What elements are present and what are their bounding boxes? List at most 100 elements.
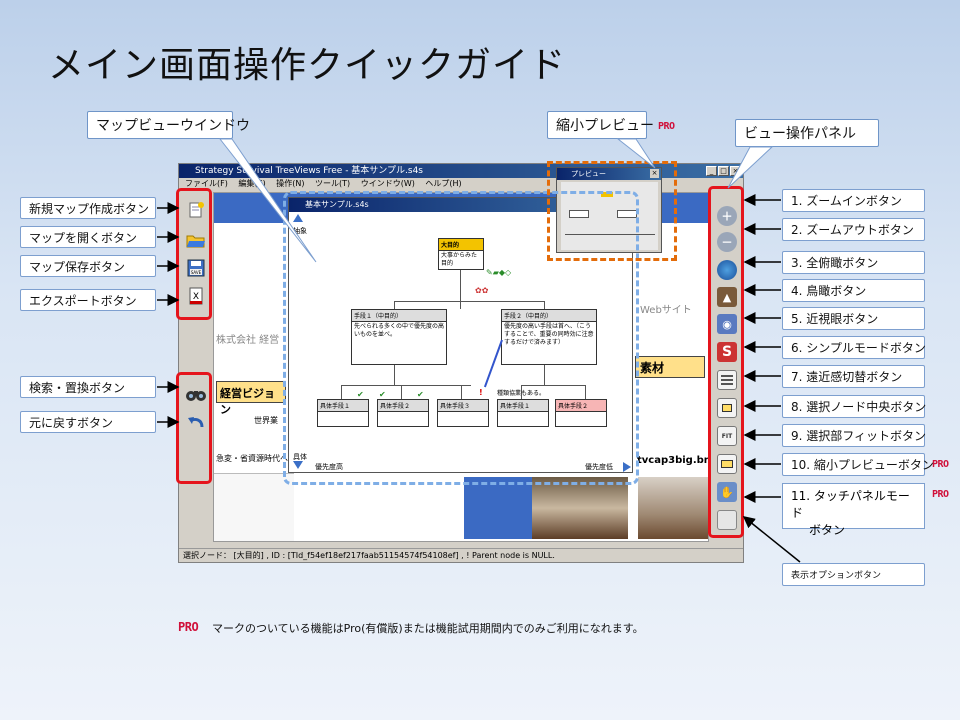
- perspective-toggle-button[interactable]: [717, 370, 737, 390]
- node-icons: ✎▰◆◇: [486, 268, 512, 277]
- means2-body: 優先度の高い手段は首へ、（こうすることで、重要の同時効に注意するだけで済みます）: [504, 323, 594, 346]
- callout-fit-selection: 9. 選択部フィットボタン: [782, 424, 926, 447]
- callout-touch-panel-line2: ボタン: [809, 523, 846, 537]
- means2-head: 手段２（中目的）: [502, 310, 596, 322]
- binoculars-icon: [186, 391, 206, 401]
- connector: [341, 385, 471, 386]
- page-title: メイン画面操作クイックガイド: [48, 45, 567, 86]
- menu-bar: ファイル(F) 編集(E) 操作(N) ツール(T) ウインドウ(W) ヘルプ(…: [179, 178, 743, 190]
- check-icon: ✔: [379, 390, 386, 399]
- abstract-label: 抽象: [293, 227, 307, 235]
- save-map-button[interactable]: SAVE: [185, 258, 207, 278]
- means2-node[interactable]: 手段２（中目的） 優先度の高い手段は首へ、（こうすることで、重要の同時効に注意す…: [501, 309, 597, 365]
- fit-selection-button[interactable]: FIT: [717, 426, 737, 446]
- leaf-node-4[interactable]: 具体手段１: [497, 399, 549, 427]
- connector: [544, 365, 545, 385]
- leaf-node-1[interactable]: 具体手段１: [317, 399, 369, 427]
- leaf-node-3[interactable]: 具体手段３: [437, 399, 489, 427]
- callout-birds-eye: 4. 鳥瞰ボタン: [782, 279, 925, 302]
- simple-mode-button[interactable]: S: [717, 342, 737, 362]
- triangle-down-icon[interactable]: [293, 461, 303, 469]
- undo-button[interactable]: [185, 412, 207, 432]
- callout-overview: 3. 全俯瞰ボタン: [782, 251, 925, 274]
- leaf-node-2[interactable]: 具体手段２: [377, 399, 429, 427]
- mini-preview-button[interactable]: [717, 454, 737, 474]
- callout-open-map: マップを開くボタン: [20, 226, 156, 248]
- callout-simple-mode: 6. シンプルモードボタン: [782, 336, 926, 359]
- display-option-button[interactable]: [717, 510, 737, 530]
- search-replace-button[interactable]: [185, 384, 207, 404]
- leaf-node-label: 具体手段２: [378, 400, 428, 412]
- center-node-button[interactable]: [717, 398, 737, 418]
- preview-close-button[interactable]: ×: [650, 169, 659, 178]
- callout-save-map: マップ保存ボタン: [20, 255, 156, 277]
- touch-panel-button[interactable]: ✋: [717, 482, 737, 502]
- leaf-node-label: 具体手段１: [498, 400, 548, 412]
- root-node[interactable]: 大目的 大事からみた目的: [438, 238, 484, 270]
- callout-touch-panel-line1: 11. タッチパネルモード: [791, 489, 910, 520]
- check-icon: ✔: [417, 390, 424, 399]
- nearsight-button[interactable]: ◉: [717, 314, 737, 334]
- callout-mini-preview: 縮小プレビュー: [547, 111, 654, 139]
- menu-operate[interactable]: 操作(N): [276, 179, 305, 188]
- maximize-button[interactable]: □: [718, 166, 729, 176]
- callout-view-panel: ビュー操作パネル: [735, 119, 879, 147]
- callout-zoom-out: 2. ズームアウトボタン: [782, 218, 925, 241]
- menu-help[interactable]: ヘルプ(H): [425, 179, 462, 188]
- triangle-right-icon[interactable]: [623, 462, 631, 472]
- bg-material-text: 素材: [640, 361, 665, 375]
- birds-eye-button[interactable]: ▲: [717, 287, 737, 307]
- bg-world-text: 世界業: [254, 416, 278, 425]
- connector: [460, 269, 461, 309]
- leaf-node-label: 具体手段３: [438, 400, 488, 412]
- map-view-title: 基本サンプル.s4s: [289, 198, 632, 212]
- menu-window[interactable]: ウインドウ(W): [360, 179, 415, 188]
- menu-tool[interactable]: ツール(T): [315, 179, 351, 188]
- leaf-node-5[interactable]: 具体手段２: [555, 399, 607, 427]
- concrete-label: 具体: [293, 453, 307, 461]
- callout-search-replace: 検索・置換ボタン: [20, 376, 156, 398]
- open-map-button[interactable]: [185, 230, 207, 250]
- overview-button[interactable]: [717, 260, 737, 280]
- zoom-out-button[interactable]: －: [717, 232, 737, 252]
- svg-text:X: X: [193, 292, 199, 302]
- callout-nearsight: 5. 近視眼ボタン: [782, 307, 925, 330]
- preview-highlight: [547, 161, 677, 261]
- export-button[interactable]: X: [185, 286, 207, 306]
- connector: [341, 385, 342, 399]
- view-panel-highlight: [708, 186, 744, 538]
- pro-badge: PRO: [932, 459, 949, 470]
- map-view-highlight: [283, 191, 639, 485]
- zoom-in-button[interactable]: ＋: [717, 206, 737, 226]
- callout-perspective: 7. 遠近感切替ボタン: [782, 365, 925, 388]
- priority-high-label: 優先度高: [315, 463, 343, 471]
- triangle-up-icon[interactable]: [293, 214, 303, 222]
- connector: [394, 301, 395, 309]
- bg-company-text: 株式会社 経営: [216, 335, 280, 346]
- check-icon: ✔: [357, 390, 364, 399]
- bg-image-thumb-1: [532, 477, 628, 539]
- bg-nodes-left: [214, 473, 294, 541]
- view-control-panel: ＋ － ▲ ◉ S FIT ✋: [709, 184, 743, 546]
- menu-edit[interactable]: 編集(E): [238, 179, 266, 188]
- pro-badge: PRO: [658, 121, 675, 132]
- footnote-text: マークのついている機能はPro(有償版)または機能試用期間内でのみご利用になれま…: [212, 622, 644, 635]
- pro-badge-footnote: PRO: [178, 620, 199, 634]
- connector: [394, 365, 395, 385]
- bg-image-thumb-2: [638, 477, 708, 539]
- bg-image-filename: tvcap3big.bmp: [637, 455, 708, 466]
- preview-title: プレビュー: [557, 168, 661, 180]
- menu-file[interactable]: ファイル(F): [185, 179, 228, 188]
- minimize-button[interactable]: _: [706, 166, 717, 176]
- root-node-body: 大事からみた目的: [441, 252, 478, 267]
- means1-node[interactable]: 手段１（中目的） 先べられる多くの中で優先度の高いものを並べ。: [351, 309, 447, 365]
- folder-open-icon: [186, 235, 205, 248]
- root-node-head: 大目的: [439, 239, 483, 251]
- connector: [461, 385, 462, 399]
- callout-touch-panel: 11. タッチパネルモード ボタン: [782, 483, 925, 537]
- connector: [394, 301, 544, 302]
- bg-website-text: Webサイト: [640, 305, 692, 316]
- app-title: Strategy Survival TreeViews Free - 基本サンプ…: [195, 166, 423, 176]
- new-map-button[interactable]: [185, 200, 207, 220]
- callout-mini-preview-btn: 10. 縮小プレビューボタン: [782, 453, 934, 476]
